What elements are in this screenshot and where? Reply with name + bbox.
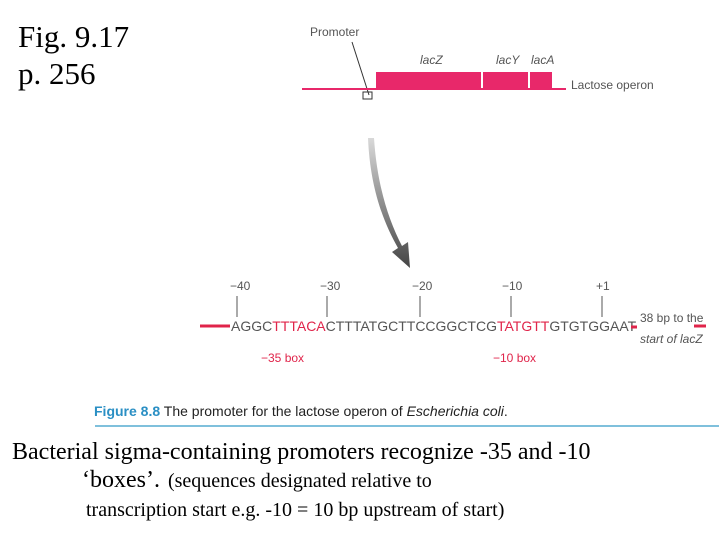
caption-end: . [503,403,508,419]
seq-box-10: TATGTT [497,318,550,334]
gene-label-laca: lacA [531,53,554,67]
page-number: p. 256 [18,56,96,91]
caption-text: The promoter for the lactose operon of [163,403,407,419]
box35-label: −35 box [261,351,304,365]
description-line1: Bacterial sigma-containing promoters rec… [12,439,591,465]
promoter-pointer [351,41,370,96]
gene-laca [530,72,552,89]
promoter-label: Promoter [310,25,359,39]
caption-organism: Escherichia coli [406,403,504,419]
gene-lacy [483,72,528,89]
dna-sequence: AGGCTTTACACTTTATGCTTCCGGCTCGTATGTTGTGTGG… [231,318,637,334]
description-boxes: ‘boxes’. [82,467,160,493]
seq-box-35: TTTACA [272,318,326,334]
gene-label-lacz: lacZ [420,53,443,67]
right-note-line1: 38 bp to the [640,311,704,325]
figure-reference: Fig. 9.17 p. 256 [18,18,129,92]
tick-label-minus10: −10 [502,279,523,293]
tick-label-minus20: −20 [412,279,433,293]
tick-label-minus30: −30 [320,279,341,293]
figure-caption: Figure 8.8 The promoter for the lactose … [94,403,508,419]
description-line2: ‘boxes’. (sequences designated relative … [82,466,590,497]
operon-label: Lactose operon [571,78,654,92]
seq-segment-3: CTTTATGCTTCCGGCTCG [326,318,497,334]
caption-figure-label: Figure 8.8 [94,403,161,419]
caption-divider [95,425,719,427]
box10-label: −10 box [493,351,536,365]
gene-lacz [376,72,481,89]
description-note: (sequences designated relative to [167,470,432,492]
description-line3: transcription start e.g. -10 = 10 bp ups… [86,499,505,521]
right-note-line2: start of lacZ [640,332,703,346]
description: Bacterial sigma-containing promoters rec… [12,438,590,523]
zoom-arrow [368,138,410,268]
tick-label-minus40: −40 [230,279,251,293]
gene-label-lacy: lacY [496,53,520,67]
figure-number: Fig. 9.17 [18,19,130,54]
tick-label-plus1: +1 [596,279,610,293]
promoter-box [362,91,373,100]
seq-segment-1: AGGC [231,318,272,334]
seq-segment-5: GTGTGGAAT [549,318,636,334]
